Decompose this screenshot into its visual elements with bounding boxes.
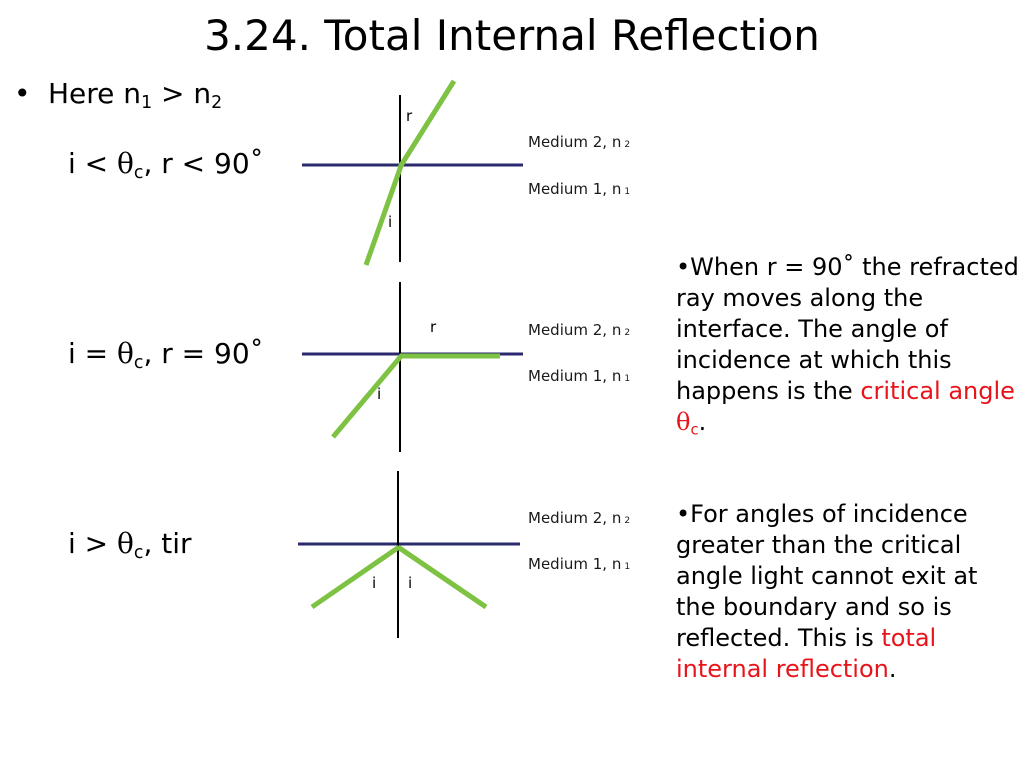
bullet-marker: • — [14, 77, 31, 110]
theta-subscript: c — [133, 543, 144, 564]
medium2-subscript: 2 — [624, 516, 631, 526]
note-text: •When r = 90˚ the refracted ray moves al… — [676, 253, 1019, 405]
theta-symbol: θ — [117, 527, 134, 560]
theta-subscript: c — [690, 420, 699, 439]
diagram-tir — [298, 471, 520, 638]
bullet-text-before: Here n — [48, 77, 142, 110]
slide-title: 3.24. Total Internal Reflection — [204, 11, 820, 60]
condition-suffix: , r = 90˚ — [143, 337, 264, 370]
medium1-text: Medium 1, n — [528, 555, 622, 573]
condition-suffix: , r < 90˚ — [143, 147, 264, 180]
incident-ray — [331, 353, 404, 439]
medium1-subscript: 1 — [624, 562, 631, 572]
medium2-text: Medium 2, n — [528, 509, 622, 527]
theta-symbol: θ — [117, 337, 134, 370]
label-r-1: r — [406, 107, 413, 125]
condition-refraction: i < θc, r < 90˚ — [68, 146, 264, 182]
label-i-3a: i — [372, 574, 377, 592]
medium2-text: Medium 2, n — [528, 133, 622, 151]
theta-subscript: c — [133, 163, 144, 184]
note-total-internal-reflection: •For angles of incidence greater than th… — [676, 499, 1021, 685]
condition-critical: i = θc, r = 90˚ — [68, 336, 264, 372]
bullet-here-n1-n2: • Here n1 > n2 — [14, 74, 222, 114]
bullet-sub1: 1 — [141, 93, 153, 114]
note-highlight: critical angle — [860, 377, 1015, 405]
diagram-refraction — [302, 79, 523, 266]
condition-suffix: , tir — [143, 527, 192, 560]
diagram-critical — [302, 282, 523, 452]
medium2-text: Medium 2, n — [528, 321, 622, 339]
medium1-text: Medium 1, n — [528, 180, 622, 198]
incident-ray — [363, 162, 405, 266]
label-i-1: i — [388, 213, 393, 231]
note-critical-angle: •When r = 90˚ the refracted ray moves al… — [676, 252, 1021, 438]
theta-subscript: c — [133, 353, 144, 374]
label-i-3b: i — [408, 574, 413, 592]
label-r-2: r — [430, 318, 437, 336]
condition-prefix: i = — [68, 337, 118, 370]
bullet-text-mid: > n — [152, 77, 212, 110]
refracted-ray — [397, 79, 457, 169]
condition-tir: i > θc, tir — [68, 526, 192, 562]
medium2-subscript: 2 — [624, 328, 631, 338]
theta-symbol: θ — [676, 408, 691, 436]
reflected-ray — [396, 544, 488, 610]
note-end: . — [698, 408, 707, 436]
medium1-subscript: 1 — [624, 187, 631, 197]
note-text: •For angles of incidence greater than th… — [676, 500, 978, 652]
medium2-subscript: 2 — [624, 140, 631, 150]
note-end: . — [888, 655, 897, 683]
medium1-subscript: 1 — [624, 374, 631, 384]
bullet-sub2: 2 — [211, 93, 223, 114]
incident-ray — [310, 544, 401, 610]
condition-prefix: i > — [68, 527, 118, 560]
label-i-2: i — [377, 385, 382, 403]
note-highlight: total internal reflection — [676, 624, 937, 683]
medium1-text: Medium 1, n — [528, 367, 622, 385]
condition-prefix: i < — [68, 147, 118, 180]
theta-symbol: θ — [117, 147, 134, 180]
